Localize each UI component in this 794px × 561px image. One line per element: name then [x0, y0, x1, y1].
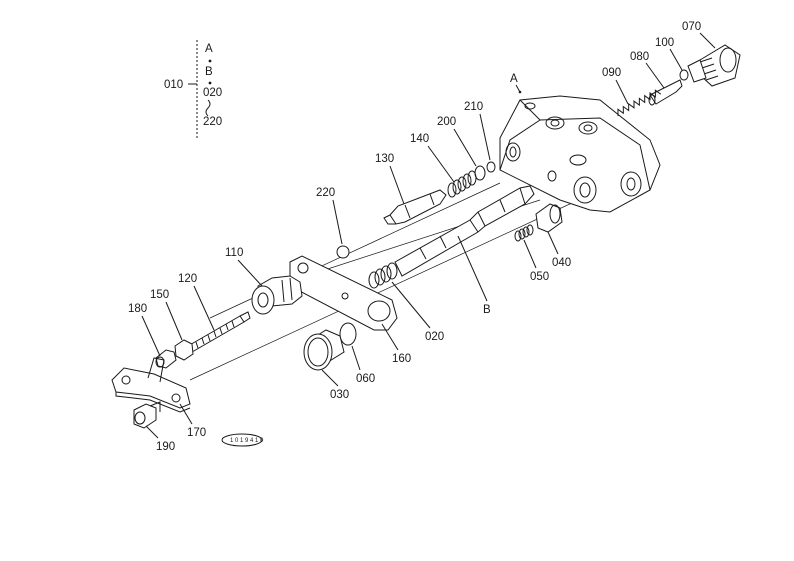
- callout-leader: [523, 239, 537, 269]
- legend-group: 010 A B 020 220: [164, 40, 222, 138]
- callout-leader: [179, 403, 193, 425]
- callout-140: 140: [410, 133, 429, 145]
- callout-leader: [351, 345, 361, 371]
- callout-leader: [165, 301, 183, 341]
- callout-090: 090: [602, 67, 621, 79]
- part-210-oring: [486, 161, 496, 173]
- part-030-plug: [303, 329, 345, 371]
- callout-020: 020: [425, 331, 444, 343]
- callout-leader: [193, 285, 215, 331]
- part-220-oring: [336, 245, 350, 259]
- callout-160: 160: [392, 353, 411, 365]
- callout-leader: [332, 199, 343, 245]
- callout-060: 060: [356, 373, 375, 385]
- callout-leader: [237, 259, 263, 287]
- part-200-seat: [474, 165, 486, 181]
- callout-130: 130: [375, 153, 394, 165]
- callout-180: 180: [128, 303, 147, 315]
- part-090-spring: [617, 89, 662, 117]
- callout-leader: [669, 48, 683, 71]
- callout-leader: [457, 235, 488, 302]
- callout-030: 030: [330, 389, 349, 401]
- callout-100: 100: [655, 37, 674, 49]
- callout-leader: [615, 79, 629, 105]
- legend-ref-010: 010: [164, 79, 183, 91]
- callout-leader: [381, 323, 399, 351]
- valve-body: [499, 95, 661, 213]
- part-160-plate: [289, 255, 398, 331]
- callout-leader: [699, 32, 716, 49]
- part-070-plug: [687, 44, 741, 87]
- legend-item-220: 220: [203, 116, 222, 128]
- callout-120: 120: [178, 273, 197, 285]
- callout-170: 170: [187, 427, 206, 439]
- callout-220: 220: [316, 187, 335, 199]
- part-080-poppet: [648, 79, 683, 106]
- callout-b: B: [483, 304, 491, 316]
- callout-110: 110: [225, 247, 243, 259]
- callout-leader: [391, 281, 431, 329]
- part-main-spool: [394, 185, 535, 277]
- callout-leader: [479, 113, 491, 161]
- callout-dot: [518, 90, 522, 94]
- part-050-spring: [514, 224, 534, 242]
- part-140-spring: [447, 170, 477, 198]
- callout-a: A: [510, 73, 518, 85]
- callout-leader: [145, 425, 159, 439]
- legend-dot: [208, 81, 212, 85]
- callout-200: 200: [437, 116, 456, 128]
- callout-190: 190: [156, 441, 175, 453]
- callout-040: 040: [552, 257, 571, 269]
- legend-continuation-mark: [205, 99, 211, 117]
- part-130-pilot-piston: [383, 189, 447, 225]
- part-170-bracket: [111, 357, 191, 413]
- callout-070: 070: [682, 21, 701, 33]
- part-180-cap-nut: [155, 349, 177, 369]
- part-020-spring: [368, 262, 398, 289]
- part-040-plug: [535, 203, 563, 233]
- part-190-bolt: [133, 401, 161, 429]
- callout-leader: [389, 165, 405, 205]
- legend-item-020: 020: [203, 87, 222, 99]
- callout-080: 080: [630, 51, 649, 63]
- callout-leader: [141, 315, 161, 357]
- part-100-ring: [679, 69, 689, 81]
- drawing-id-oval: [221, 433, 263, 447]
- callout-leader: [321, 369, 339, 387]
- callout-150: 150: [150, 289, 169, 301]
- callout-leader: [427, 145, 455, 183]
- part-120-adjusting-screw: [187, 311, 251, 353]
- callout-050: 050: [530, 271, 549, 283]
- part-060-oring: [339, 322, 357, 346]
- callout-leader: [453, 128, 477, 167]
- part-110-pilot-valve: [251, 275, 303, 315]
- part-150-lock-nut: [174, 339, 194, 361]
- legend-item-b: B: [205, 66, 213, 78]
- legend-dot: [208, 59, 212, 63]
- callout-leader: [515, 84, 521, 93]
- drawing-id: 1 0 1 9 4 1 0: [230, 438, 264, 444]
- legend-item-a: A: [205, 43, 213, 55]
- callout-leader: [645, 62, 665, 89]
- callout-210: 210: [464, 101, 483, 113]
- callout-leader: [547, 231, 559, 255]
